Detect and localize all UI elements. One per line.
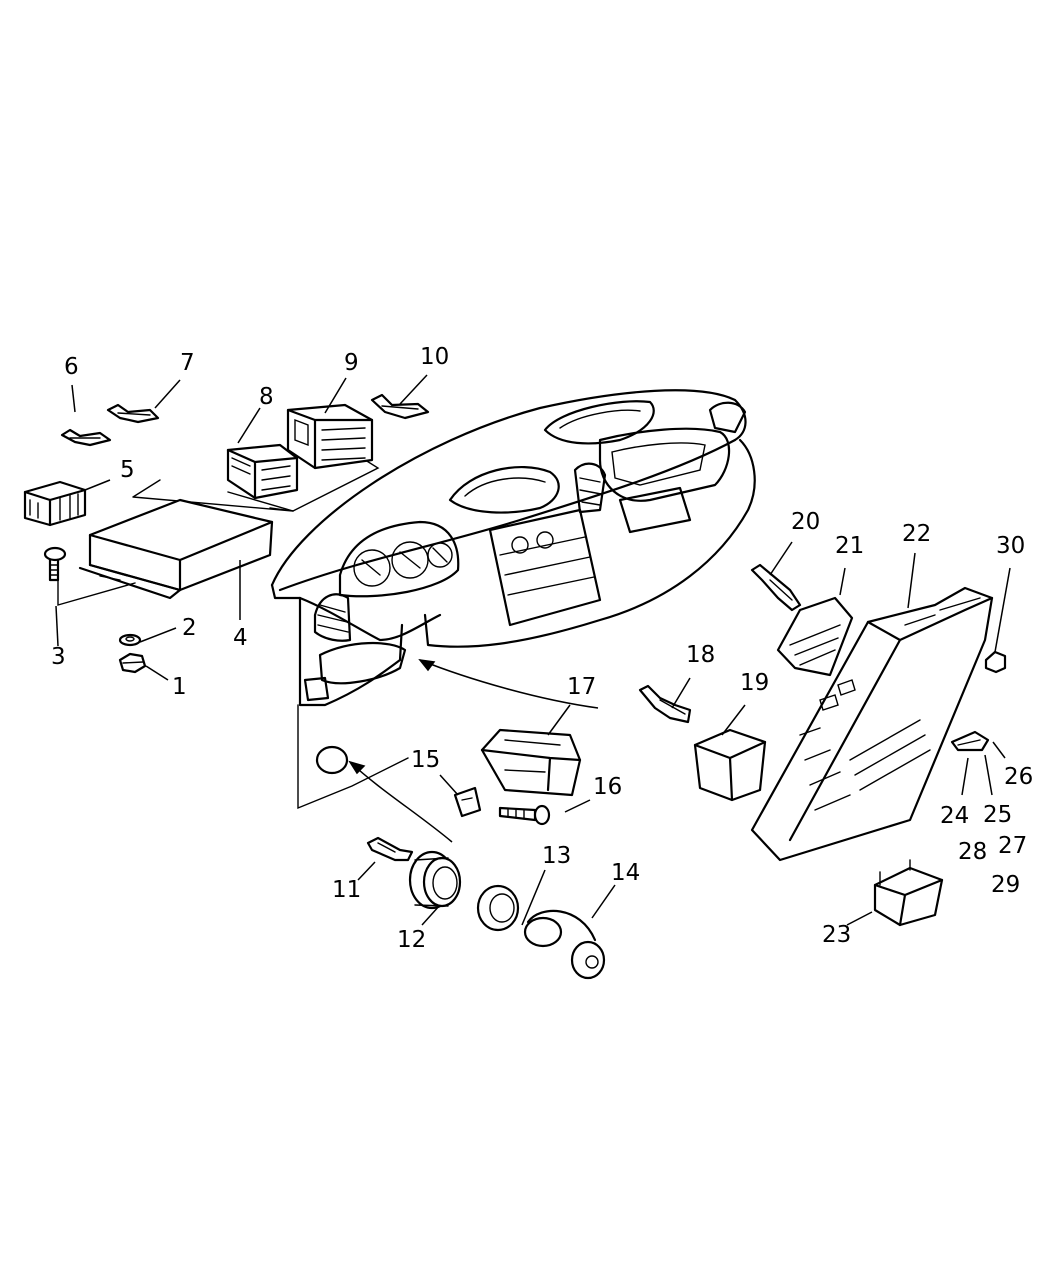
part-terminal: [106, 403, 160, 424]
callout-10: 10: [420, 344, 449, 370]
callout-labels: 1 2 3 4 5 6 7 8 9 10 11 12 13 14 15 16 1…: [51, 344, 1033, 953]
part-relay-block: [23, 480, 87, 527]
callout-23: 23: [822, 922, 851, 948]
part-multi-connector: [286, 403, 374, 470]
part-terminal-20: [750, 563, 802, 612]
callout-11: 11: [332, 877, 361, 903]
callout-5: 5: [120, 457, 135, 483]
callout-1: 1: [172, 674, 187, 700]
part-nut: [118, 652, 147, 674]
part-pigtail-terminal: [366, 836, 414, 862]
callout-28: 28: [958, 839, 987, 865]
part-screw: [498, 804, 551, 826]
part-round-connector: [408, 850, 462, 910]
callout-18: 18: [686, 642, 715, 668]
part-fuse-panel: [750, 586, 994, 862]
leader-lines: [55, 374, 1011, 926]
callout-7: 7: [180, 350, 195, 376]
callout-6: 6: [64, 354, 79, 380]
callout-9: 9: [344, 350, 359, 376]
callout-17: 17: [567, 674, 596, 700]
part-round-plug: [315, 745, 349, 775]
callout-24: 24: [940, 803, 969, 829]
callout-14: 14: [611, 860, 640, 886]
part-grommet: [476, 884, 520, 932]
callout-8: 8: [259, 384, 274, 410]
part-fuse: [950, 730, 990, 752]
callout-27: 27: [998, 833, 1027, 859]
callout-2: 2: [182, 615, 197, 641]
callout-16: 16: [593, 774, 622, 800]
callout-13: 13: [542, 843, 571, 869]
part-control-module: [78, 498, 274, 600]
part-nut-30: [984, 650, 1007, 674]
callout-29: 29: [991, 872, 1020, 898]
part-washer: [118, 633, 142, 647]
callout-21: 21: [835, 533, 864, 559]
callout-22: 22: [902, 521, 931, 547]
part-clip: [453, 786, 482, 818]
callout-4: 4: [233, 625, 248, 651]
callout-12: 12: [397, 927, 426, 953]
part-bracket-housing: [480, 728, 582, 797]
part-connector-housing: [226, 443, 299, 500]
callout-19: 19: [740, 670, 769, 696]
callout-3: 3: [51, 644, 66, 670]
part-connector-21: [776, 596, 854, 677]
callout-30: 30: [996, 533, 1025, 559]
callout-26: 26: [1004, 764, 1033, 790]
callout-20: 20: [791, 509, 820, 535]
part-terminal-small: [60, 428, 112, 447]
instrument-panel: [270, 389, 756, 707]
part-module: [693, 728, 767, 802]
callout-25: 25: [983, 802, 1012, 828]
part-bolt: [43, 546, 136, 606]
part-terminal-large: [370, 393, 430, 420]
part-cap-with-strap: [523, 909, 606, 980]
callout-15: 15: [411, 747, 440, 773]
part-relay: [873, 859, 944, 927]
